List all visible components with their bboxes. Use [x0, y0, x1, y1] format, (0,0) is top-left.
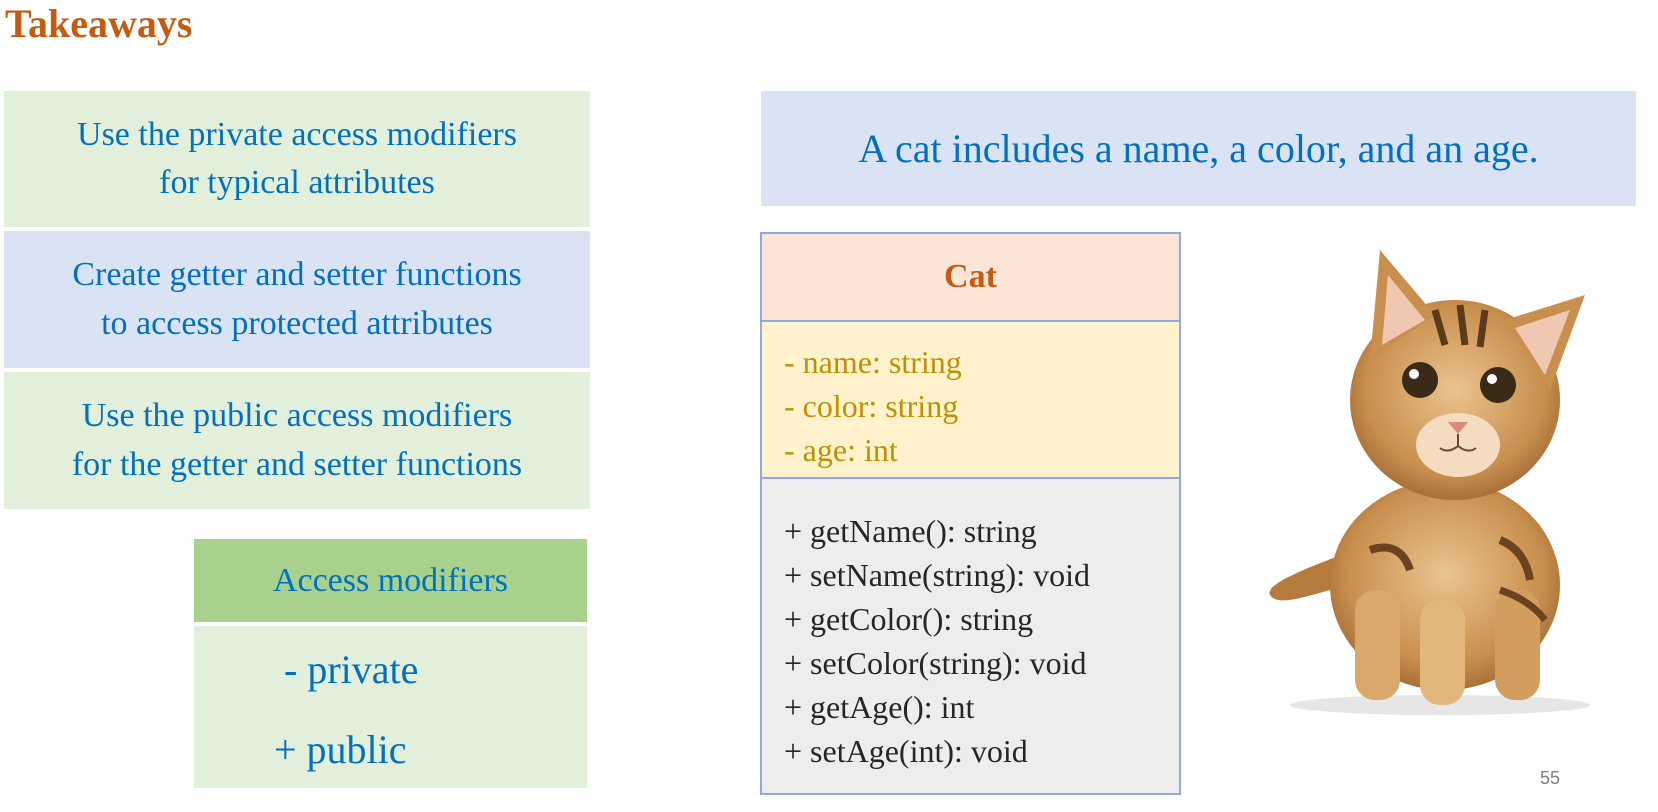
uml-method: + setColor(string): void — [784, 645, 1087, 681]
takeaway-line: for the getter and setter functions — [71, 445, 523, 483]
access-modifiers-header: Access modifiers — [194, 539, 587, 622]
takeaway-getter-setter: Create getter and setter functions to ac… — [4, 231, 590, 368]
uml-class-diagram: Cat - name: string - color: string - age… — [760, 232, 1181, 795]
takeaway-line: Use the public access modifiers — [81, 397, 513, 435]
uml-method: + getName(): string — [784, 513, 1037, 549]
access-modifiers-list: - private + public — [194, 626, 587, 788]
takeaway-line: to access protected attributes — [101, 304, 493, 342]
takeaway-line: Create getter and setter functions — [72, 256, 522, 294]
page-number: 55 — [1540, 768, 1561, 788]
modifier-private: - private — [284, 647, 419, 692]
uml-method: + getColor(): string — [784, 601, 1034, 637]
cat-statement: A cat includes a name, a color, and an a… — [761, 91, 1636, 206]
uml-attribute: - color: string — [784, 388, 959, 424]
uml-methods: + getName(): string + setName(string): v… — [762, 479, 1179, 793]
uml-method: + getAge(): int — [784, 689, 975, 725]
uml-method: + setName(string): void — [784, 557, 1090, 593]
slide-title: Takeaways — [5, 1, 193, 46]
uml-attributes: - name: string - color: string - age: in… — [762, 322, 1179, 479]
takeaway-line: Use the private access modifiers — [77, 115, 517, 153]
modifier-public: + public — [274, 727, 407, 772]
takeaway-private: Use the private access modifiers for typ… — [4, 91, 590, 227]
uml-method: + setAge(int): void — [784, 733, 1028, 769]
takeaway-line: for typical attributes — [159, 164, 435, 201]
uml-class-name: Cat — [762, 234, 1179, 322]
uml-attribute: - name: string — [784, 344, 962, 380]
takeaway-public: Use the public access modifiers for the … — [4, 372, 590, 509]
kitten-photo — [1269, 250, 1590, 715]
uml-attribute: - age: int — [784, 432, 898, 468]
